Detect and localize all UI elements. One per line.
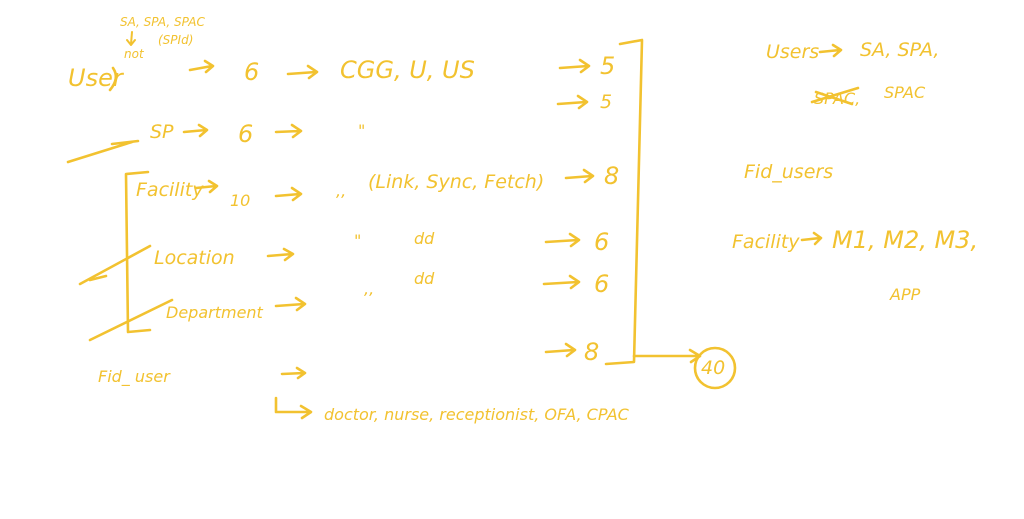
roles-list: doctor, nurse, receptionist, OFA, CPAC (324, 405, 630, 424)
dash-mark (110, 139, 140, 146)
right-facility: Facility (732, 231, 800, 253)
arrow-right-icon (188, 59, 215, 74)
department-op: dd (414, 269, 435, 288)
right-app: APP (889, 285, 921, 304)
sp-ditto: " (358, 121, 365, 140)
right-users-roles: SA, SPA, (860, 39, 939, 61)
user-count: 6 (244, 58, 259, 86)
right-users: Users (766, 41, 819, 63)
slash-mark (78, 244, 152, 286)
arrow-right-icon (800, 231, 823, 246)
label-sp: SP (150, 121, 174, 143)
arrow-down-icon (126, 31, 136, 46)
bottom-out: 8 (584, 338, 599, 366)
facility-ops: (Link, Sync, Fetch) (368, 171, 544, 193)
department-ditto: ,, (364, 279, 374, 298)
sum-bracket (604, 38, 644, 366)
label-department: Department (166, 303, 264, 322)
right-facility-list: M1, M2, M3, (832, 226, 978, 254)
second-out: 5 (600, 91, 612, 113)
arrow-right-icon (274, 296, 307, 312)
arrow-right-icon (286, 64, 319, 80)
note-user-roles: SA, SPA, SPAC (120, 15, 205, 29)
facility-count: 10 (230, 191, 250, 210)
location-ditto: " (354, 231, 361, 250)
location-out: 6 (594, 228, 609, 256)
label-location: Location (154, 247, 235, 269)
facility-out: 8 (604, 162, 619, 190)
right-users-roles2: SPAC (884, 83, 926, 102)
arrow-right-icon (818, 43, 843, 58)
note-not: not (124, 47, 145, 61)
bracket-icon (108, 66, 118, 92)
strike-mark (810, 86, 860, 106)
location-op: dd (414, 229, 435, 248)
slash-mark (88, 274, 108, 282)
total-value: 40 (701, 357, 725, 379)
arrow-right-icon (632, 348, 702, 364)
sp-count: 6 (238, 120, 253, 148)
arrow-right-icon (542, 274, 581, 290)
right-fid-users: Fid_users (744, 161, 833, 183)
user-targets: CGG, U, US (340, 56, 475, 84)
label-fid-user: Fid_ user (98, 367, 171, 387)
facility-ditto: ,, (336, 181, 346, 200)
arrow-right-icon (280, 366, 307, 380)
arrow-right-icon (556, 94, 589, 110)
arrow-right-icon (182, 123, 209, 138)
user-out: 5 (600, 52, 615, 80)
arrow-right-icon (544, 342, 577, 358)
label-facility: Facility (136, 179, 204, 201)
note-user-roles-sub: (SPId) (158, 33, 193, 47)
arrow-right-icon (266, 247, 295, 262)
slash-mark (88, 298, 174, 342)
arrow-right-icon (194, 179, 219, 194)
arrow-right-icon (544, 232, 581, 248)
department-out: 6 (594, 270, 609, 298)
arrow-right-icon (274, 123, 303, 139)
group-bracket (124, 170, 152, 334)
total-circle (693, 346, 737, 390)
arrow-right-icon (558, 58, 591, 74)
arrow-right-icon (274, 186, 303, 202)
arrow-turn-icon (274, 396, 313, 420)
arrow-right-icon (564, 168, 595, 184)
slash-mark (66, 140, 134, 164)
